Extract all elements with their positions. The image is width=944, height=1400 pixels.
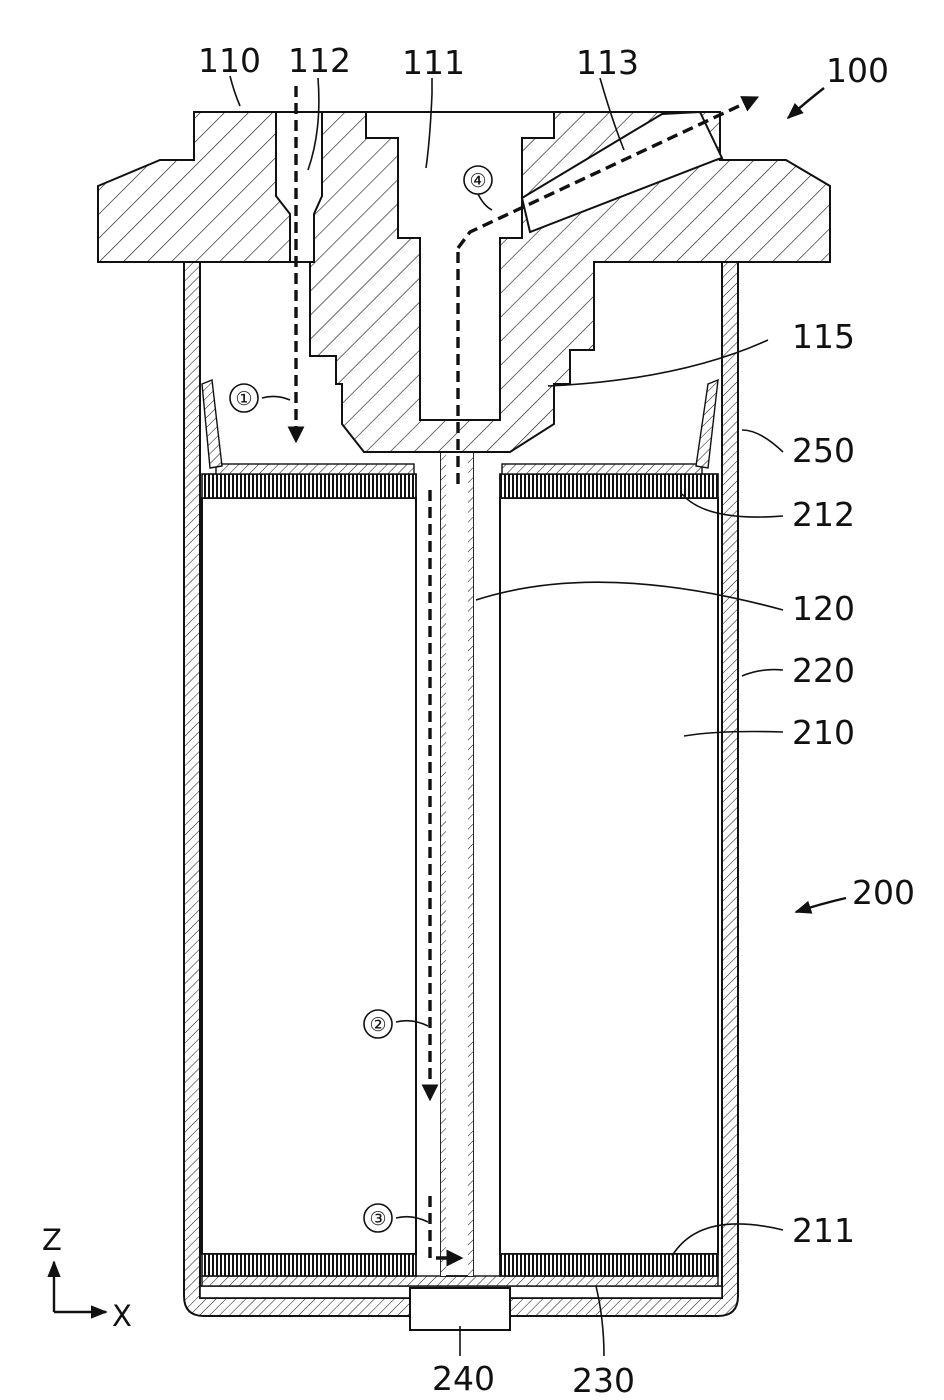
x-axis-label: X bbox=[112, 1299, 132, 1333]
upper-tab-right-212 bbox=[500, 474, 718, 498]
leader-arrow-200 bbox=[796, 898, 846, 912]
label-112: 112 bbox=[288, 41, 351, 80]
flow-marker-1-text: ① bbox=[235, 388, 252, 410]
bottom-port-240 bbox=[410, 1288, 510, 1330]
flow-marker-2: ② bbox=[364, 1010, 392, 1038]
label-250: 250 bbox=[792, 431, 855, 470]
z-axis-label: Z bbox=[42, 1223, 62, 1257]
bottom-insulator-230 bbox=[202, 1276, 718, 1286]
leader-arrow-100 bbox=[788, 88, 824, 118]
axes-indicator: Z X bbox=[42, 1223, 132, 1333]
label-120: 120 bbox=[792, 589, 855, 628]
flow-marker-1: ① bbox=[230, 384, 258, 412]
electrode-left-body bbox=[202, 498, 416, 1254]
flare-left bbox=[202, 380, 222, 468]
label-115: 115 bbox=[792, 317, 855, 356]
label-211: 211 bbox=[792, 1211, 855, 1250]
label-110: 110 bbox=[198, 41, 261, 80]
label-200: 200 bbox=[852, 873, 915, 912]
label-113: 113 bbox=[576, 43, 639, 82]
center-tube-wall-right bbox=[468, 434, 473, 1276]
upper-tab-left-212 bbox=[202, 474, 416, 498]
top-plate-left bbox=[216, 464, 414, 474]
flow-marker-4: ④ bbox=[464, 166, 492, 194]
lower-tab-right-211 bbox=[500, 1254, 718, 1276]
flow-marker-3-text: ③ bbox=[369, 1208, 386, 1230]
flow-marker-2-text: ② bbox=[369, 1014, 386, 1036]
label-210: 210 bbox=[792, 713, 855, 752]
lower-tab-left-211 bbox=[202, 1254, 416, 1276]
label-111: 111 bbox=[402, 43, 465, 82]
label-240: 240 bbox=[432, 1359, 495, 1398]
flow-marker-3: ③ bbox=[364, 1204, 392, 1232]
label-100: 100 bbox=[826, 51, 889, 90]
center-tube-wall-left bbox=[441, 434, 446, 1276]
label-230: 230 bbox=[572, 1361, 635, 1400]
flow-marker-4-text: ④ bbox=[469, 170, 486, 192]
top-plate-right bbox=[502, 464, 702, 474]
flare-right bbox=[696, 380, 718, 468]
label-220: 220 bbox=[792, 651, 855, 690]
label-212: 212 bbox=[792, 495, 855, 534]
electrode-right-body bbox=[500, 498, 718, 1254]
